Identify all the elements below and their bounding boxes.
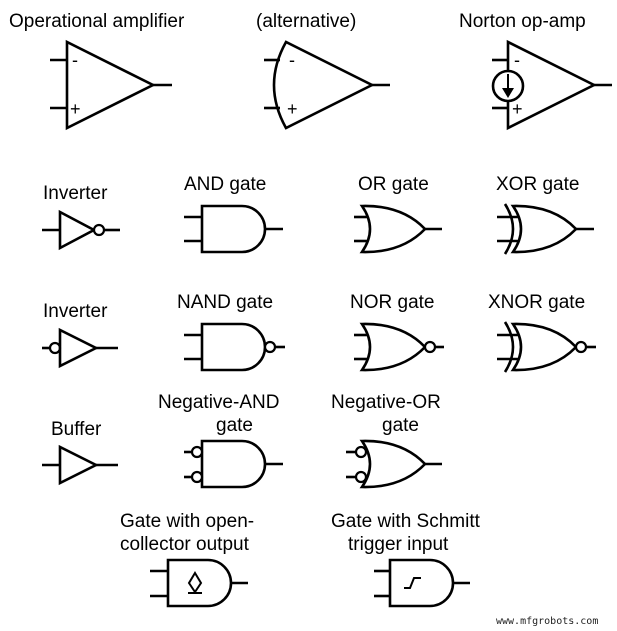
plus-sign: + — [287, 99, 298, 119]
norton-op-amp-symbol: - + — [491, 39, 612, 131]
label-norton-op-amp: Norton op-amp — [459, 11, 586, 32]
negative-or-gate-symbol — [346, 439, 442, 489]
and-gate-symbol — [184, 204, 283, 254]
label-buffer: Buffer — [51, 419, 102, 440]
xor-gate-symbol — [497, 203, 594, 255]
label-op-amp-alternative: (alternative) — [256, 11, 356, 32]
negative-and-gate-symbol — [184, 439, 283, 489]
plus-sign: + — [512, 99, 523, 119]
label-schmitt-line2: trigger input — [348, 534, 449, 555]
minus-sign: - — [72, 50, 78, 70]
label-xor-gate: XOR gate — [496, 174, 579, 195]
label-inverter: Inverter — [43, 183, 108, 204]
schmitt-trigger-gate-symbol — [374, 558, 470, 608]
label-open-collector-line2: collector output — [120, 534, 250, 555]
label-nor-gate: NOR gate — [350, 292, 434, 313]
label-open-collector-line1: Gate with open- — [120, 511, 254, 532]
watermark: www.mfgrobots.com — [496, 616, 598, 627]
or-gate-symbol — [354, 204, 442, 254]
label-negative-or-line1: Negative-OR — [331, 392, 441, 413]
inverter-symbol — [42, 209, 120, 251]
op-amp-alternative-symbol: - + — [264, 40, 390, 130]
label-operational-amplifier: Operational amplifier — [9, 11, 185, 32]
label-negative-and-line1: Negative-AND — [158, 392, 279, 413]
buffer-symbol — [42, 444, 118, 486]
xnor-gate-symbol — [497, 321, 596, 373]
op-amp-symbol: - + — [50, 39, 172, 131]
label-xnor-gate: XNOR gate — [488, 292, 585, 313]
label-and-gate: AND gate — [184, 174, 266, 195]
label-schmitt-line1: Gate with Schmitt — [331, 511, 481, 532]
label-inverter-2: Inverter — [43, 301, 108, 322]
inverter-input-bubble-symbol — [42, 327, 118, 369]
nor-gate-symbol — [354, 322, 444, 372]
minus-sign: - — [514, 50, 520, 70]
label-negative-and-line2: gate — [216, 415, 253, 436]
label-or-gate: OR gate — [358, 174, 429, 195]
label-negative-or-line2: gate — [382, 415, 419, 436]
label-nand-gate: NAND gate — [177, 292, 273, 313]
open-collector-gate-symbol — [150, 558, 248, 608]
open-collector-icon — [187, 571, 203, 594]
nand-gate-symbol — [184, 322, 285, 372]
hysteresis-icon — [404, 577, 421, 589]
plus-sign: + — [70, 99, 81, 119]
minus-sign: - — [289, 50, 295, 70]
